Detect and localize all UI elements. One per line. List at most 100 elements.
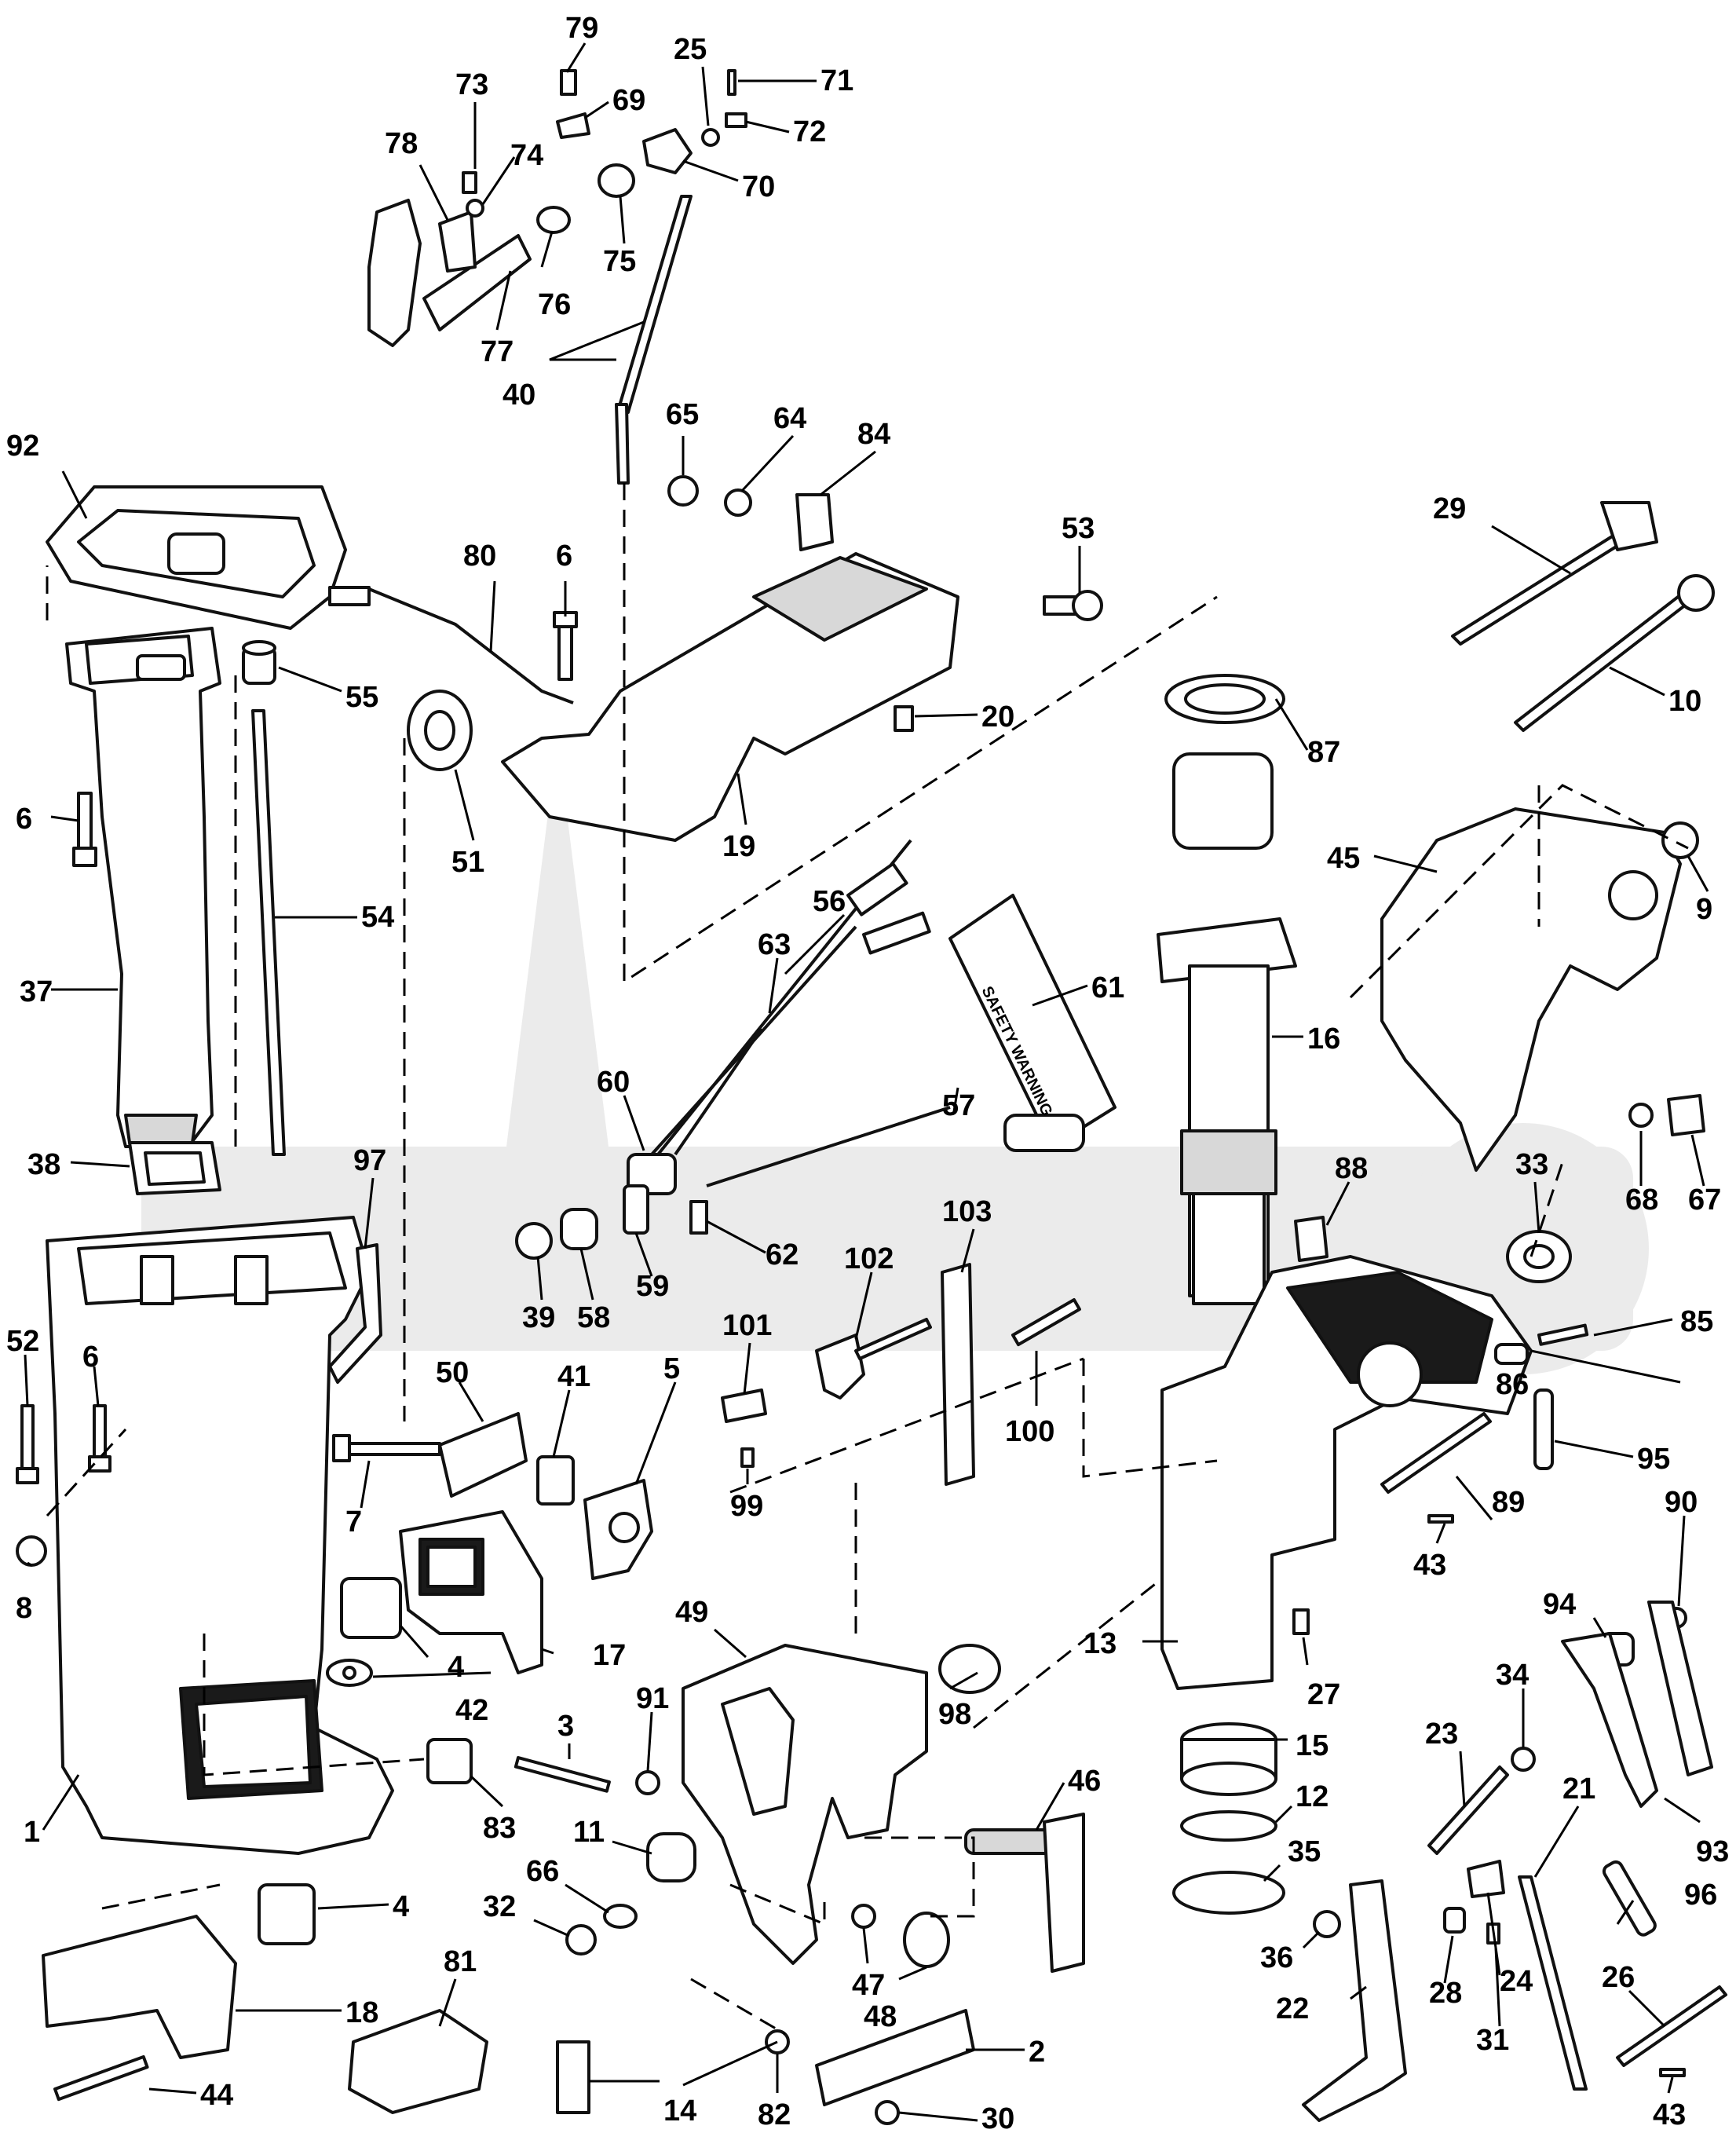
bolt-44 <box>53 2054 149 2102</box>
lever-103 <box>941 1263 975 1486</box>
callout-90: 90 <box>1665 1486 1698 1519</box>
callout-79: 79 <box>565 12 598 45</box>
bracket-49 <box>682 1644 928 1965</box>
tilt-lever-46 <box>964 1813 1085 1973</box>
callout-94: 94 <box>1543 1588 1576 1621</box>
bracket-81 <box>348 2009 488 2114</box>
callout-75: 75 <box>603 245 636 278</box>
callout-64: 64 <box>773 402 806 435</box>
screw-72 <box>725 112 747 128</box>
callout-33: 33 <box>1515 1148 1548 1181</box>
callout-85: 85 <box>1680 1305 1713 1338</box>
part-70 <box>642 128 693 174</box>
screw-99 <box>740 1447 755 1468</box>
callout-19: 19 <box>722 830 755 863</box>
callout-10: 10 <box>1668 685 1701 718</box>
callout-38: 38 <box>27 1148 60 1181</box>
callout-99: 99 <box>730 1490 763 1523</box>
clip-101 <box>721 1388 767 1423</box>
screw-30 <box>875 2100 900 2125</box>
callout-26: 26 <box>1602 1961 1635 1994</box>
callout-57: 57 <box>942 1089 975 1122</box>
mount-cover-17 <box>399 1510 543 1674</box>
bolt-7 <box>332 1434 441 1462</box>
bushing-15 <box>1180 1722 1277 1796</box>
callout-3: 3 <box>557 1710 574 1743</box>
callout-51: 51 <box>451 846 484 879</box>
rod-29 <box>1451 501 1658 646</box>
lever-22 <box>1302 1879 1407 2122</box>
screw-79 <box>560 69 577 96</box>
fitting-27 <box>1292 1608 1310 1635</box>
seal-38 <box>128 1141 221 1195</box>
plug-55 <box>242 640 276 685</box>
callout-59: 59 <box>636 1270 669 1303</box>
swivel-bracket-13 <box>1160 1255 1533 1690</box>
callout-4b: 4 <box>393 1890 409 1923</box>
washer-36 <box>1313 1910 1341 1938</box>
rod-21 <box>1518 1875 1588 2091</box>
callout-102: 102 <box>844 1242 894 1275</box>
callout-55: 55 <box>345 681 378 714</box>
bushing-76 <box>536 206 571 234</box>
callout-9: 9 <box>1696 893 1712 926</box>
screw-73 <box>462 171 477 194</box>
cable-56 <box>650 839 931 1164</box>
bolt-52 <box>16 1404 39 1484</box>
callout-96: 96 <box>1684 1879 1717 1912</box>
callout-16: 16 <box>1307 1023 1340 1056</box>
callout-1: 1 <box>24 1816 40 1849</box>
callout-67: 67 <box>1688 1184 1721 1217</box>
callout-98: 98 <box>938 1698 971 1731</box>
callout-65: 65 <box>666 398 699 431</box>
fitting-20 <box>894 705 914 732</box>
callout-35: 35 <box>1288 1835 1321 1868</box>
callout-31: 31 <box>1476 2024 1509 2057</box>
callout-71: 71 <box>820 64 853 97</box>
callout-86: 86 <box>1496 1368 1529 1401</box>
callout-101: 101 <box>722 1309 772 1342</box>
callout-70: 70 <box>742 170 775 203</box>
spring-96 <box>1602 1860 1657 1937</box>
clip-97 <box>328 1243 382 1384</box>
callout-53: 53 <box>1062 512 1095 545</box>
callout-69: 69 <box>612 84 645 117</box>
callout-103: 103 <box>942 1195 992 1228</box>
callout-20: 20 <box>981 701 1014 734</box>
bracket-84 <box>795 493 834 551</box>
callout-6b: 6 <box>16 803 32 836</box>
callout-49: 49 <box>675 1596 708 1629</box>
callout-40: 40 <box>503 379 535 412</box>
callout-8: 8 <box>16 1592 32 1625</box>
bracket-5 <box>583 1479 653 1580</box>
callout-5: 5 <box>663 1352 680 1385</box>
leader-lines <box>24 42 1709 2122</box>
callout-97: 97 <box>353 1144 386 1177</box>
callout-23: 23 <box>1425 1718 1458 1751</box>
callout-2: 2 <box>1029 2036 1045 2069</box>
grommet-42 <box>326 1659 373 1687</box>
screw-68 <box>1628 1103 1654 1128</box>
callout-77: 77 <box>481 335 513 368</box>
clip-62 <box>689 1200 708 1235</box>
decal-61 <box>948 894 1117 1152</box>
bolt-6 <box>72 792 97 867</box>
callout-6a: 6 <box>556 540 572 573</box>
callout-89: 89 <box>1492 1486 1525 1519</box>
water-tube-54 <box>251 709 286 1156</box>
exhaust-housing-37 <box>65 627 221 1148</box>
spring-86 <box>1494 1343 1529 1365</box>
spring-95 <box>1533 1388 1554 1470</box>
callout-91: 91 <box>636 1682 669 1715</box>
rubber-mount-4 <box>258 1883 316 1945</box>
callout-14: 14 <box>663 2095 696 2128</box>
callout-54: 54 <box>361 901 394 934</box>
pin-71 <box>727 69 736 96</box>
callout-66: 66 <box>526 1855 559 1888</box>
callout-43b: 43 <box>1653 2098 1686 2131</box>
bolt-3 <box>513 1756 611 1793</box>
bushing-11 <box>646 1832 696 1882</box>
callout-80: 80 <box>463 540 496 573</box>
callout-13: 13 <box>1084 1627 1117 1660</box>
ring-35 <box>1172 1871 1285 1915</box>
